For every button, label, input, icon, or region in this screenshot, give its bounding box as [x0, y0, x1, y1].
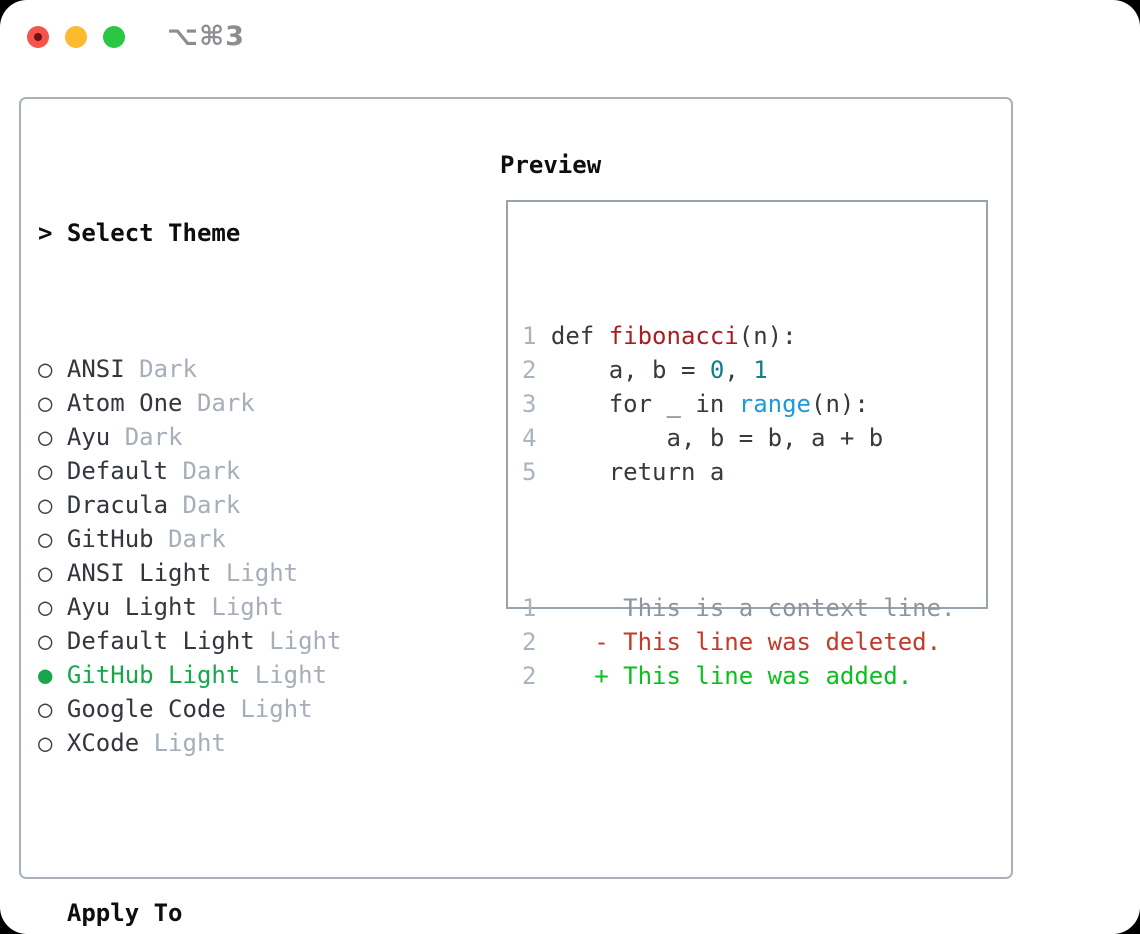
theme-variant: Dark: [124, 423, 183, 451]
theme-variant: Light: [153, 729, 226, 757]
theme-name: GitHub: [66, 525, 154, 553]
diff-line: 2 + This line was added.: [522, 659, 974, 693]
radio-icon: ○: [38, 389, 53, 417]
radio-selected-icon: ●: [38, 661, 53, 689]
diff-line: 2 - This line was deleted.: [522, 625, 974, 659]
theme-item-ayu[interactable]: ○ Ayu Dark: [38, 420, 443, 454]
code-line: 1 def fibonacci(n):: [522, 319, 974, 353]
radio-icon: ○: [38, 627, 53, 655]
code-segment: (n):: [811, 390, 869, 418]
select-theme-title: Select Theme: [66, 219, 241, 247]
line-number: 5: [522, 458, 537, 486]
code-segment: for _ in: [550, 390, 739, 418]
theme-name: ANSI: [66, 355, 125, 383]
radio-icon: ○: [38, 423, 53, 451]
code-segment: This is a context line.: [550, 594, 956, 622]
theme-picker-panel: > Select Theme ○ ANSI Dark○ Atom One Dar…: [19, 97, 1013, 927]
theme-list: ○ ANSI Dark○ Atom One Dark○ Ayu Dark○ De…: [38, 352, 443, 760]
titlebar: ⌥⌘3: [0, 0, 1140, 97]
radio-icon: ○: [38, 457, 53, 485]
code-segment: + This line was added.: [550, 662, 913, 690]
theme-variant: Dark: [196, 389, 255, 417]
radio-icon: ○: [38, 559, 53, 587]
theme-item-default[interactable]: ○ Default Dark: [38, 454, 443, 488]
theme-item-github-light[interactable]: ● GitHub Light Light: [38, 658, 443, 692]
theme-variant: Light: [269, 627, 342, 655]
zoom-button-icon[interactable]: [103, 26, 125, 48]
code-line: 2 a, b = 0, 1: [522, 353, 974, 387]
code-segment: - This line was deleted.: [550, 628, 942, 656]
theme-name: GitHub Light: [66, 661, 241, 689]
minimize-button-icon[interactable]: [65, 26, 87, 48]
theme-name: Default: [66, 457, 169, 485]
theme-variant: Light: [211, 593, 284, 621]
theme-item-ansi-light[interactable]: ○ ANSI Light Light: [38, 556, 443, 590]
code-segment: ,: [724, 356, 754, 384]
radio-icon: ○: [38, 355, 53, 383]
prompt-icon: >: [38, 219, 53, 247]
code-segment: a, b =: [550, 356, 710, 384]
code-line: 5 return a: [522, 455, 974, 489]
theme-item-google-code[interactable]: ○ Google Code Light: [38, 692, 443, 726]
line-number: 2: [522, 662, 537, 690]
radio-icon: ○: [38, 593, 53, 621]
code-line: 3 for _ in range(n):: [522, 387, 974, 421]
line-number: 2: [522, 628, 537, 656]
code-segment: range: [738, 390, 811, 418]
diff-line: 1 This is a context line.: [522, 591, 974, 625]
theme-name: Dracula: [66, 491, 169, 519]
code-line: 4 a, b = b, a + b: [522, 421, 974, 455]
code-segment: return a: [550, 458, 725, 486]
code-segment: (n):: [738, 322, 797, 350]
theme-item-ansi[interactable]: ○ ANSI Dark: [38, 352, 443, 386]
theme-variant: Dark: [182, 457, 241, 485]
code-segment: 1: [753, 356, 768, 384]
theme-variant: Dark: [139, 355, 197, 383]
theme-variant: Light: [254, 661, 327, 689]
theme-name: XCode: [66, 729, 140, 757]
select-theme-heading: > Select Theme: [38, 216, 443, 250]
theme-name: Ayu: [66, 423, 111, 451]
theme-name: Ayu Light: [66, 593, 197, 621]
theme-name: Google Code: [66, 695, 226, 723]
theme-variant: Light: [225, 559, 299, 587]
line-number: 4: [522, 424, 537, 452]
code-segment: def: [550, 322, 609, 350]
theme-picker-left-column: > Select Theme ○ ANSI Dark○ Atom One Dar…: [38, 148, 443, 934]
apply-to-heading: Apply To: [66, 899, 183, 927]
code-segment: 0: [709, 356, 725, 384]
theme-item-default-light[interactable]: ○ Default Light Light: [38, 624, 443, 658]
theme-item-github[interactable]: ○ GitHub Dark: [38, 522, 443, 556]
line-number: 1: [522, 594, 537, 622]
preview-title: Preview: [500, 151, 602, 179]
theme-item-dracula[interactable]: ○ Dracula Dark: [38, 488, 443, 522]
line-number: 2: [522, 356, 537, 384]
theme-item-atom-one[interactable]: ○ Atom One Dark: [38, 386, 443, 420]
line-number: 3: [522, 390, 537, 418]
theme-name: Atom One: [66, 389, 183, 417]
radio-icon: ○: [38, 729, 53, 757]
keyboard-shortcut-label: ⌥⌘3: [167, 21, 245, 52]
theme-name: Default Light: [66, 627, 255, 655]
diff-block: 1 This is a context line.2 - This line w…: [522, 591, 974, 693]
code-segment: fibonacci: [608, 322, 739, 350]
radio-icon: ○: [38, 491, 53, 519]
theme-variant: Dark: [168, 525, 226, 553]
theme-variant: Light: [240, 695, 313, 723]
close-button-icon[interactable]: [27, 26, 49, 48]
theme-variant: Dark: [182, 491, 241, 519]
line-number: 1: [522, 322, 537, 350]
theme-name: ANSI Light: [66, 559, 212, 587]
code-segment: a, b = b, a + b: [550, 424, 884, 452]
theme-item-xcode[interactable]: ○ XCode Light: [38, 726, 443, 760]
radio-icon: ○: [38, 695, 53, 723]
radio-icon: ○: [38, 525, 53, 553]
theme-item-ayu-light[interactable]: ○ Ayu Light Light: [38, 590, 443, 624]
